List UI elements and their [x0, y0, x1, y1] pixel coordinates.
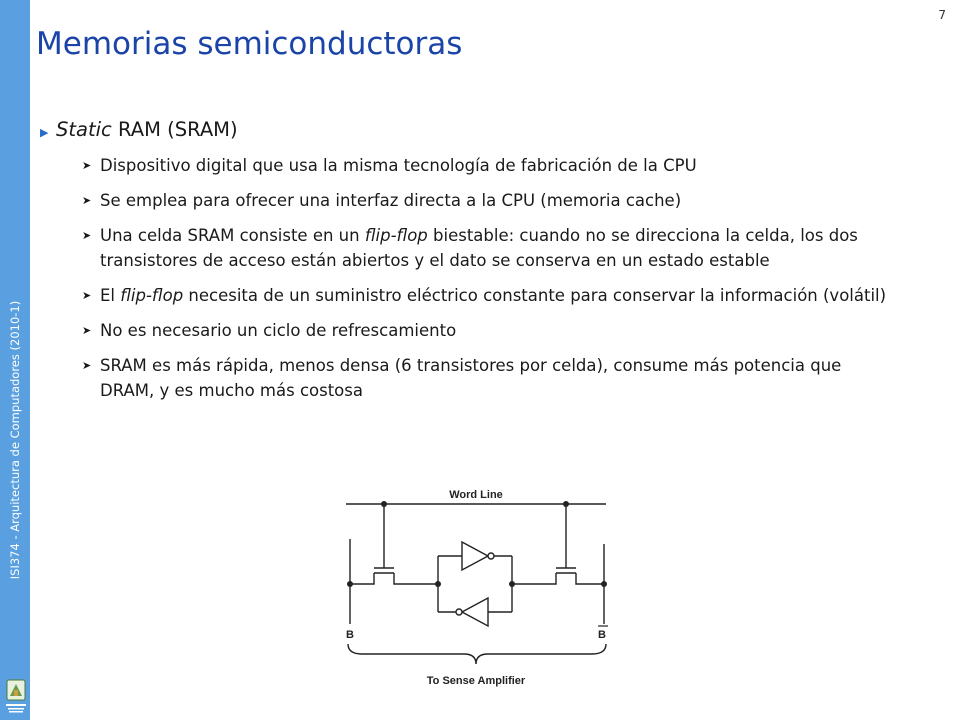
sub-bullet-text: El flip-flop necesita de un suministro e… [100, 283, 900, 308]
text-run: El [100, 286, 121, 305]
text-run: No es necesario un ciclo de refrescamien… [100, 321, 457, 340]
sub-bullet: ➤ El flip-flop necesita de un suministro … [82, 283, 920, 308]
text-run: Dispositivo digital que usa la misma tec… [100, 156, 697, 175]
sub-bullet-list: ➤ Dispositivo digital que usa la misma te… [40, 153, 920, 403]
sub-bullet-text: Una celda SRAM consiste en un flip-flop … [100, 223, 900, 273]
arrow-bullet-icon: ➤ [82, 229, 92, 242]
main-bullet-text: Static RAM (SRAM) [56, 118, 238, 141]
arrow-bullet-icon: ➤ [82, 159, 92, 172]
sub-bullet: ➤ Dispositivo digital que usa la misma te… [82, 153, 920, 178]
sub-bullet-text: No es necesario un ciclo de refrescamien… [100, 318, 900, 343]
brace [347, 643, 607, 665]
sub-bullet: ➤ Una celda SRAM consiste en un flip-flop… [82, 223, 920, 273]
bit-bar-label: B [598, 629, 606, 641]
slide-title: Memorias semiconductoras [36, 26, 463, 62]
slide-number: 7 [938, 8, 946, 22]
inverter-bottom-icon [455, 596, 489, 628]
arrow-bullet-icon: ➤ [82, 289, 92, 302]
course-label: ISI374 - Arquitectura de Computadores (2… [8, 300, 22, 580]
text-run: necesita de un suministro eléctrico cons… [183, 286, 887, 305]
arrow-bullet-icon: ➤ [82, 194, 92, 207]
arrow-bullet-icon: ➤ [82, 324, 92, 337]
italic-term: flip-flop [364, 226, 428, 245]
bit-label: B [346, 629, 354, 641]
sense-amplifier-label: To Sense Amplifier [427, 675, 526, 687]
text-run: Se emplea para ofrecer una interfaz dire… [100, 191, 682, 210]
text-run: biestable: cuando no se direcciona la ce… [100, 226, 858, 270]
text-run: SRAM es más rápida, menos densa (6 trans… [100, 356, 842, 400]
sidebar-band: ISI374 - Arquitectura de Computadores (2… [0, 0, 30, 720]
italic-term: flip-flop [120, 286, 184, 305]
bullet-list: ▶ Static RAM (SRAM) ➤ Dispositivo digital… [40, 118, 920, 413]
text-run: Una celda SRAM consiste en un [100, 226, 365, 245]
university-logo [6, 679, 26, 713]
main-bullet: ▶ Static RAM (SRAM) [40, 118, 920, 141]
sub-bullet-text: Dispositivo digital que usa la misma tec… [100, 153, 900, 178]
main-bullet-italic: Static [56, 118, 112, 141]
triangle-bullet-icon: ▶ [40, 126, 49, 139]
arrow-bullet-icon: ➤ [82, 359, 92, 372]
sub-bullet: ➤ Se emplea para ofrecer una interfaz dir… [82, 188, 920, 213]
word-line-label: Word Line [449, 489, 503, 501]
sub-bullet-text: SRAM es más rápida, menos densa (6 trans… [100, 353, 900, 403]
inverter-top-icon [461, 540, 495, 572]
sub-bullet: ➤ No es necesario un ciclo de refrescamie… [82, 318, 920, 343]
sram-cell-diagram: Word Line B B To Sense Amplifier [346, 489, 608, 687]
sub-bullet-text: Se emplea para ofrecer una interfaz dire… [100, 188, 900, 213]
main-bullet-rest: RAM (SRAM) [111, 118, 238, 141]
sub-bullet: ➤ SRAM es más rápida, menos densa (6 tran… [82, 353, 920, 403]
